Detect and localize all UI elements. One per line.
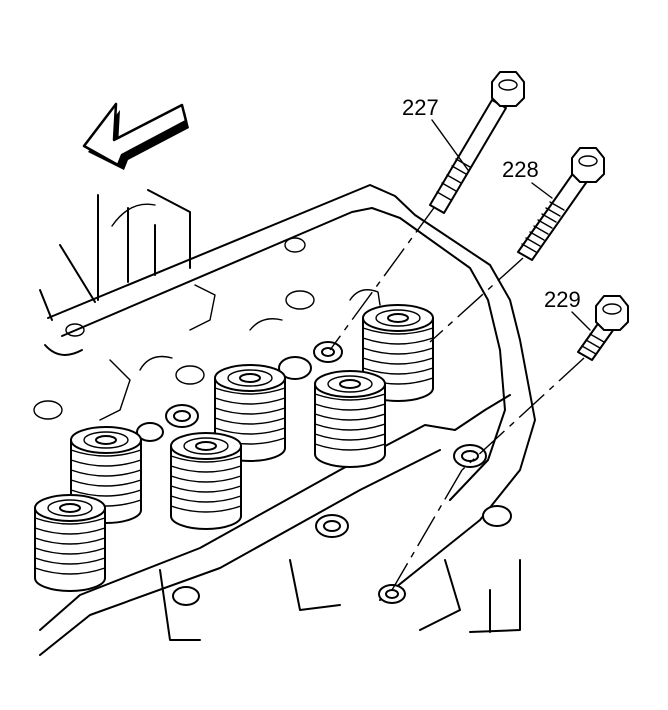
bolt-228 bbox=[517, 147, 605, 261]
callout-227: 227 bbox=[402, 95, 439, 120]
bolt-229 bbox=[577, 295, 629, 361]
alignment-lines bbox=[329, 204, 585, 591]
leader-lines bbox=[431, 119, 591, 331]
engine-block-outline bbox=[39, 189, 191, 321]
valve-springs bbox=[34, 304, 434, 592]
bolt-227 bbox=[429, 71, 525, 214]
callout-228: 228 bbox=[502, 157, 539, 182]
callout-229: 229 bbox=[544, 287, 581, 312]
bolt-holes bbox=[136, 341, 512, 606]
front-direction-arrow-icon bbox=[82, 102, 189, 170]
